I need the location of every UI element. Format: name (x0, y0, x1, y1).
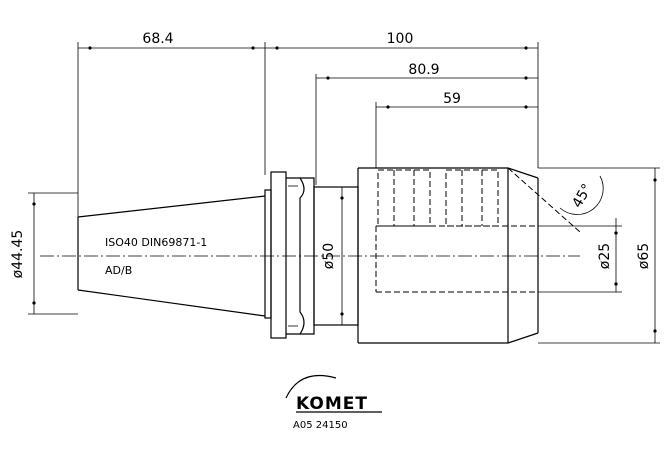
komet-logo: KOMET (285, 374, 382, 414)
dim-overall-length-label: 100 (387, 31, 414, 47)
logo-text: KOMET (296, 394, 368, 414)
taper-standard-text: ISO40 DIN69871-1 (105, 236, 207, 249)
dim-taper-length-label: 68.4 (142, 31, 173, 47)
flange (264, 171, 315, 339)
internal-bore (375, 167, 581, 293)
dim-taper-diameter-label: ø44.45 (10, 230, 26, 279)
taper-shank (77, 195, 266, 317)
main-body (357, 167, 539, 344)
dim-outer-diameter: ø65 (538, 167, 660, 344)
dim-taper-length: 68.4 (78, 31, 265, 50)
dim-overall-length: 100 (265, 31, 538, 50)
dim-bore-diameter-label: ø25 (597, 243, 613, 269)
taper-form-text: AD/B (105, 264, 132, 277)
dim-bore-diameter: ø25 (538, 218, 622, 293)
dim-chamfer-label: 45° (569, 181, 595, 211)
part-number: A05 24150 (293, 420, 348, 431)
dim-body-length: 80.9 (316, 62, 538, 80)
dim-body-length-label: 80.9 (408, 62, 439, 78)
dim-bore-depth: 59 (376, 91, 538, 109)
dim-bore-depth-label: 59 (443, 91, 461, 107)
logo-arc (285, 374, 337, 399)
dim-taper-diameter: ø44.45 (10, 192, 78, 315)
dim-chamfer: 45° (559, 175, 604, 215)
extension-lines (77, 42, 539, 290)
dim-outer-diameter-label: ø65 (636, 243, 652, 269)
pockets (377, 169, 499, 227)
